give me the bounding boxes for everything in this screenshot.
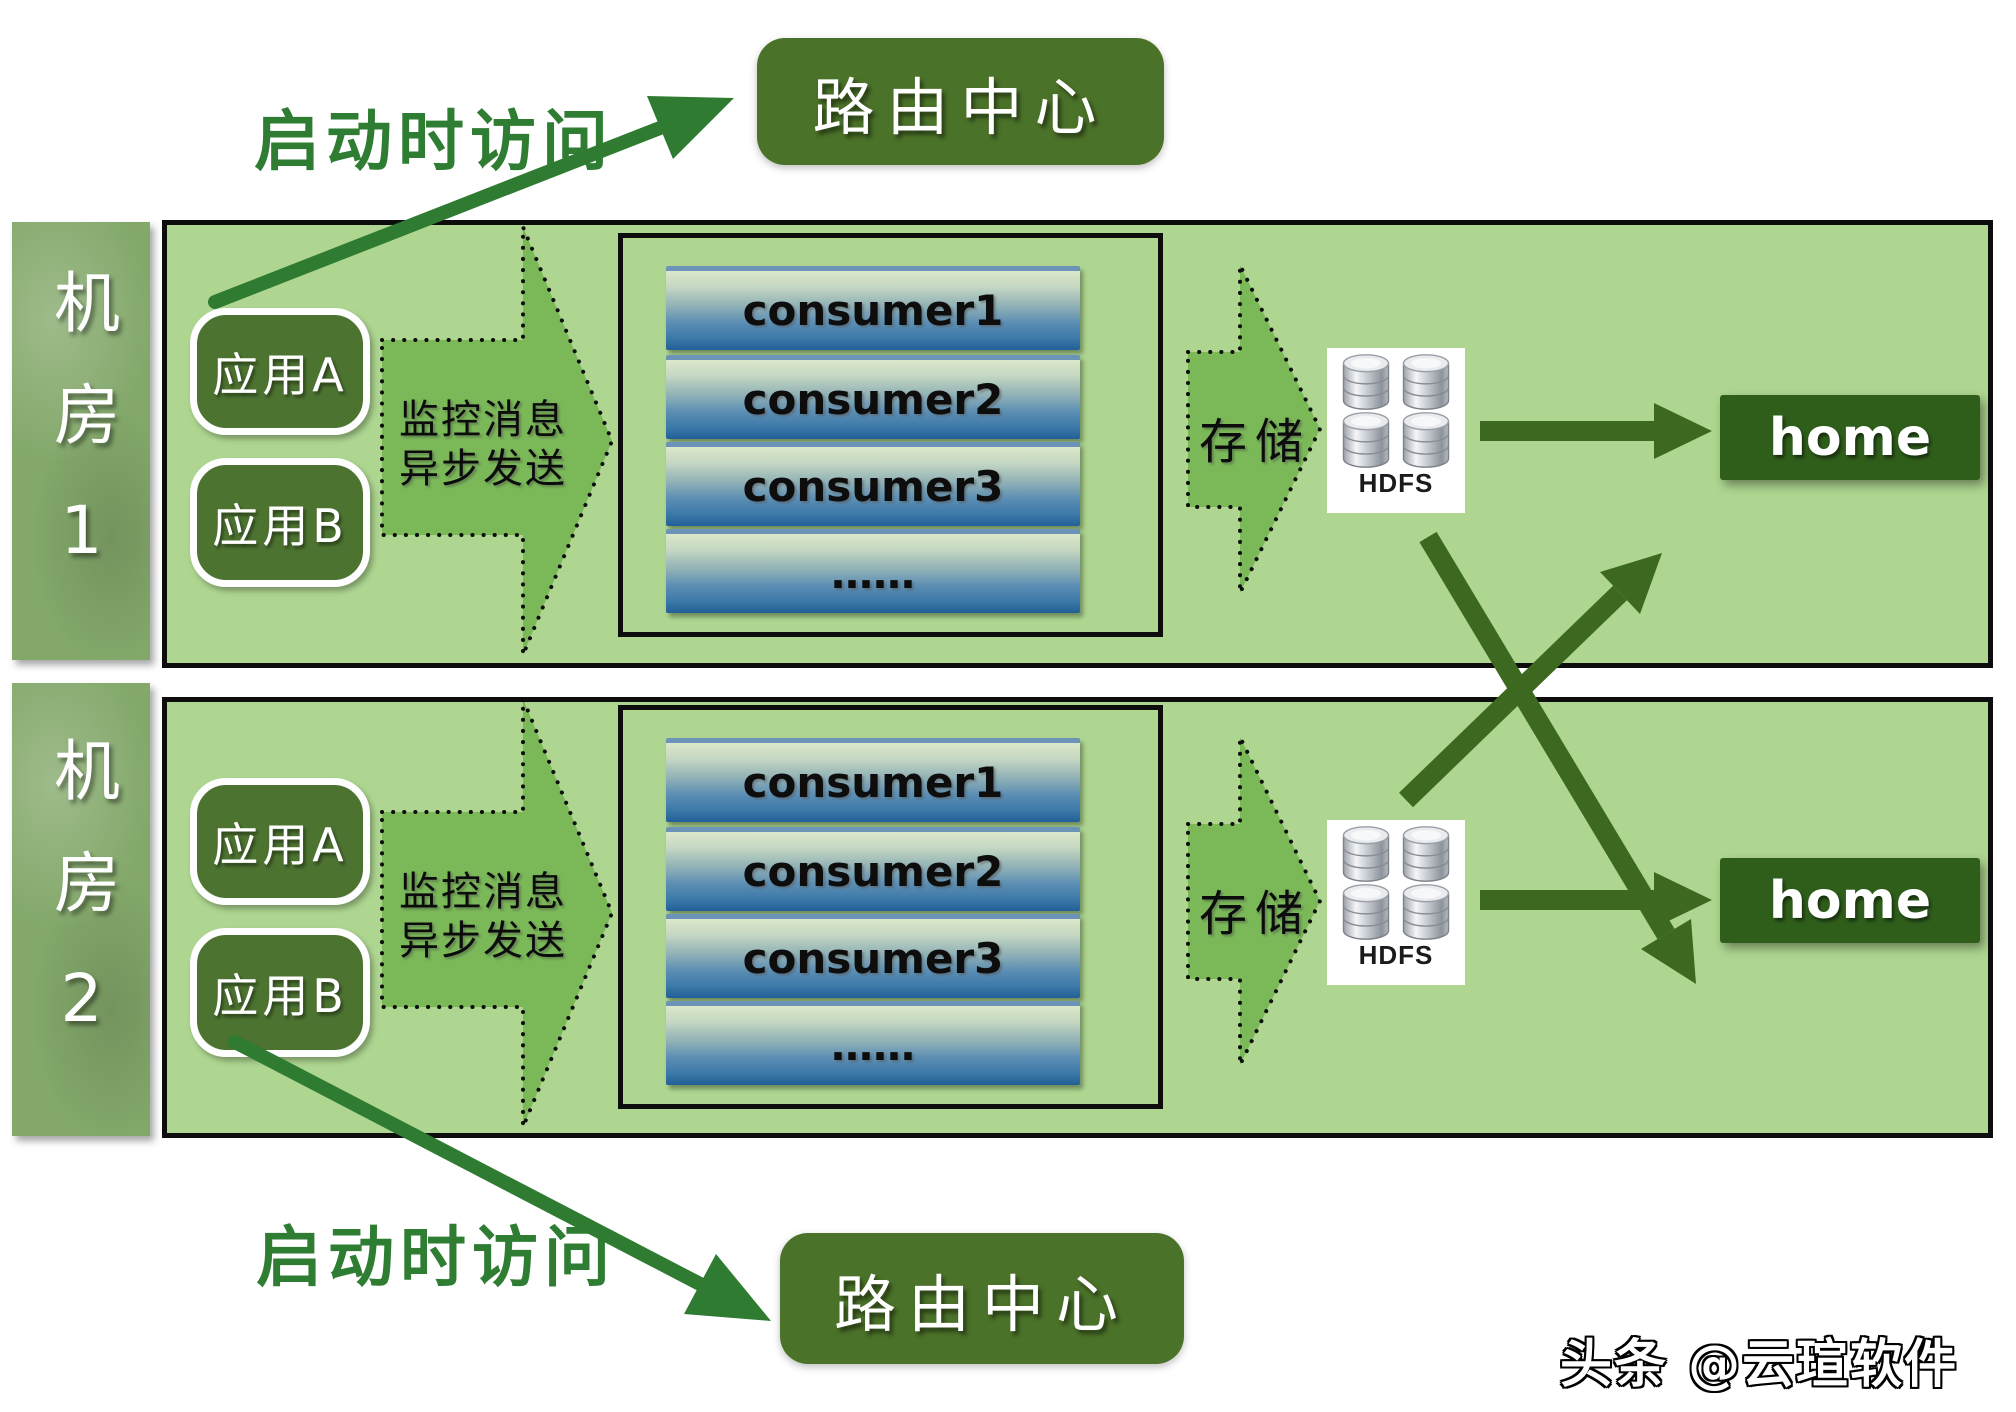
consumer-bar: consumer2 — [666, 355, 1080, 439]
router-center-top-label: 路由中心 — [812, 70, 1109, 144]
room-2-title: 机房2 — [43, 736, 120, 1083]
app-a-room1: 应用A — [190, 308, 370, 435]
consumer1-room1-label: consumer1 — [742, 286, 1004, 335]
startup-access-label-bottom: 启动时访问 — [256, 1219, 616, 1296]
monitor-label-line1-room1: 监控消息 — [399, 397, 567, 443]
consumer2-room1-label: consumer2 — [742, 375, 1004, 424]
room-1-title: 机房1 — [43, 267, 120, 615]
arrowhead-router-bottom — [684, 1254, 771, 1321]
app-b-room1: 应用B — [190, 458, 370, 587]
consumer1-room2-label: consumer1 — [742, 758, 1004, 807]
consumer-group-room1: consumer1 consumer2 consumer3 …… — [618, 233, 1163, 637]
home-room1-label: home — [1768, 407, 1932, 468]
consumer-more-room1-label: …… — [831, 549, 915, 598]
router-center-bottom: 路由中心 — [780, 1233, 1184, 1364]
app-b-room1-label: 应用B — [212, 498, 348, 553]
router-center-bottom-label: 路由中心 — [833, 1267, 1130, 1341]
hdfs-room2: HDFS — [1327, 820, 1465, 985]
consumer-group-room2: consumer1 consumer2 consumer3 …… — [618, 705, 1163, 1109]
storage-arrow-label-room2: 存储 — [1198, 886, 1311, 942]
consumer-bar: …… — [666, 1001, 1080, 1085]
consumer-bar: consumer1 — [666, 738, 1080, 822]
app-b-room2: 应用B — [190, 928, 370, 1057]
database-cylinders-icon — [1342, 354, 1450, 468]
storage-arrow-label-room1: 存储 — [1198, 414, 1311, 470]
consumer-bar: consumer3 — [666, 914, 1080, 998]
consumer3-room1-label: consumer3 — [742, 462, 1004, 511]
monitor-arrow-label-room2: 监控消息 异步发送 — [378, 868, 588, 966]
monitor-label-line1-room2: 监控消息 — [399, 869, 567, 915]
database-cylinders-icon — [1342, 826, 1450, 940]
monitor-arrow-label-room1: 监控消息 异步发送 — [378, 396, 588, 494]
consumer-more-room2-label: …… — [831, 1021, 915, 1070]
home-room2-label: home — [1768, 870, 1932, 931]
consumer-bar: consumer3 — [666, 442, 1080, 526]
startup-access-label-top: 启动时访问 — [254, 103, 614, 180]
home-room1: home — [1720, 395, 1980, 480]
app-b-room2-label: 应用B — [212, 968, 348, 1023]
hdfs-room1-label: HDFS — [1358, 468, 1434, 498]
consumer3-room2-label: consumer3 — [742, 934, 1004, 983]
hdfs-room1: HDFS — [1327, 348, 1465, 513]
app-a-room2-label: 应用A — [212, 817, 348, 872]
consumer-bar: consumer1 — [666, 266, 1080, 350]
monitor-label-line2-room1: 异步发送 — [399, 446, 567, 492]
arrowhead-router-top — [647, 96, 734, 159]
hdfs-room2-label: HDFS — [1358, 940, 1434, 970]
consumer-bar: consumer2 — [666, 827, 1080, 911]
sidebar-room-1: 机房1 — [12, 222, 150, 660]
consumer-bar: …… — [666, 529, 1080, 613]
consumer2-room2-label: consumer2 — [742, 847, 1004, 896]
app-a-room1-label: 应用A — [212, 347, 348, 402]
sidebar-room-2: 机房2 — [12, 683, 150, 1136]
monitor-label-line2-room2: 异步发送 — [399, 918, 567, 964]
app-a-room2: 应用A — [190, 778, 370, 905]
router-center-top: 路由中心 — [757, 38, 1164, 165]
watermark: 头条 @云瑄软件 — [1560, 1335, 1959, 1395]
home-room2: home — [1720, 858, 1980, 943]
